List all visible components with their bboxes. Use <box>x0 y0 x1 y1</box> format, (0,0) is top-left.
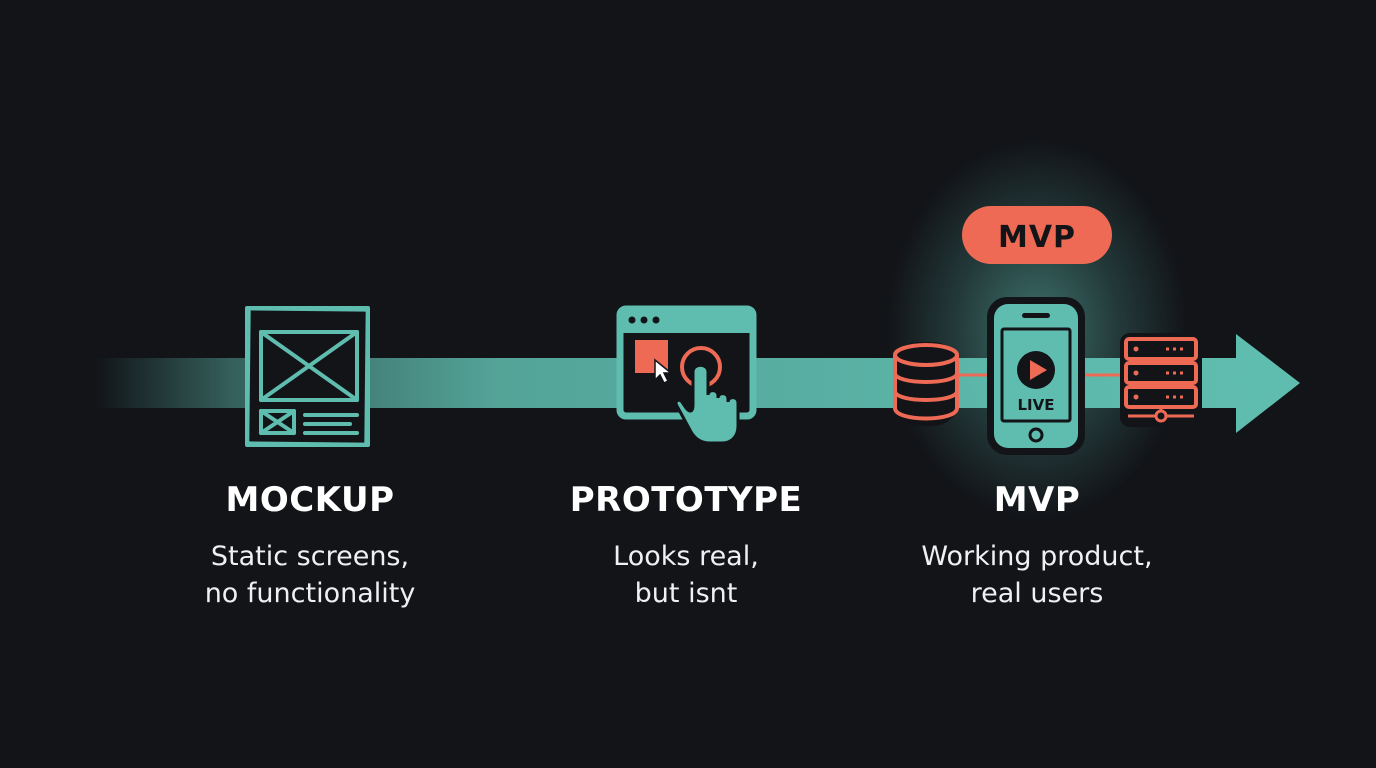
prototype-description-line: Looks real, <box>613 541 759 572</box>
mvp-badge: MVP <box>962 206 1112 264</box>
mvp-description: Working product, real users <box>867 538 1207 612</box>
database-icon <box>893 342 959 426</box>
mockup-description: Static screens, no functionality <box>140 538 480 612</box>
mvp-badge-label: MVP <box>998 220 1076 255</box>
prototype-description-line: but isnt <box>634 578 738 609</box>
mockup-title: MOCKUP <box>225 480 395 520</box>
live-label: LIVE <box>1018 396 1055 414</box>
prototype-title: PROTOTYPE <box>569 480 803 520</box>
browser-click-icon <box>616 305 757 445</box>
mvp-description-line: Working product, <box>921 541 1153 572</box>
server-icon <box>1120 333 1202 427</box>
mvp-description-line: real users <box>970 578 1104 609</box>
phone-live-icon: LIVE <box>987 297 1085 455</box>
wireframe-icon <box>245 306 370 447</box>
mockup-description-line: no functionality <box>204 578 416 609</box>
prototype-description: Looks real, but isnt <box>516 538 856 612</box>
mvp-title: MVP <box>993 480 1081 520</box>
mockup-description-line: Static screens, <box>210 541 410 572</box>
